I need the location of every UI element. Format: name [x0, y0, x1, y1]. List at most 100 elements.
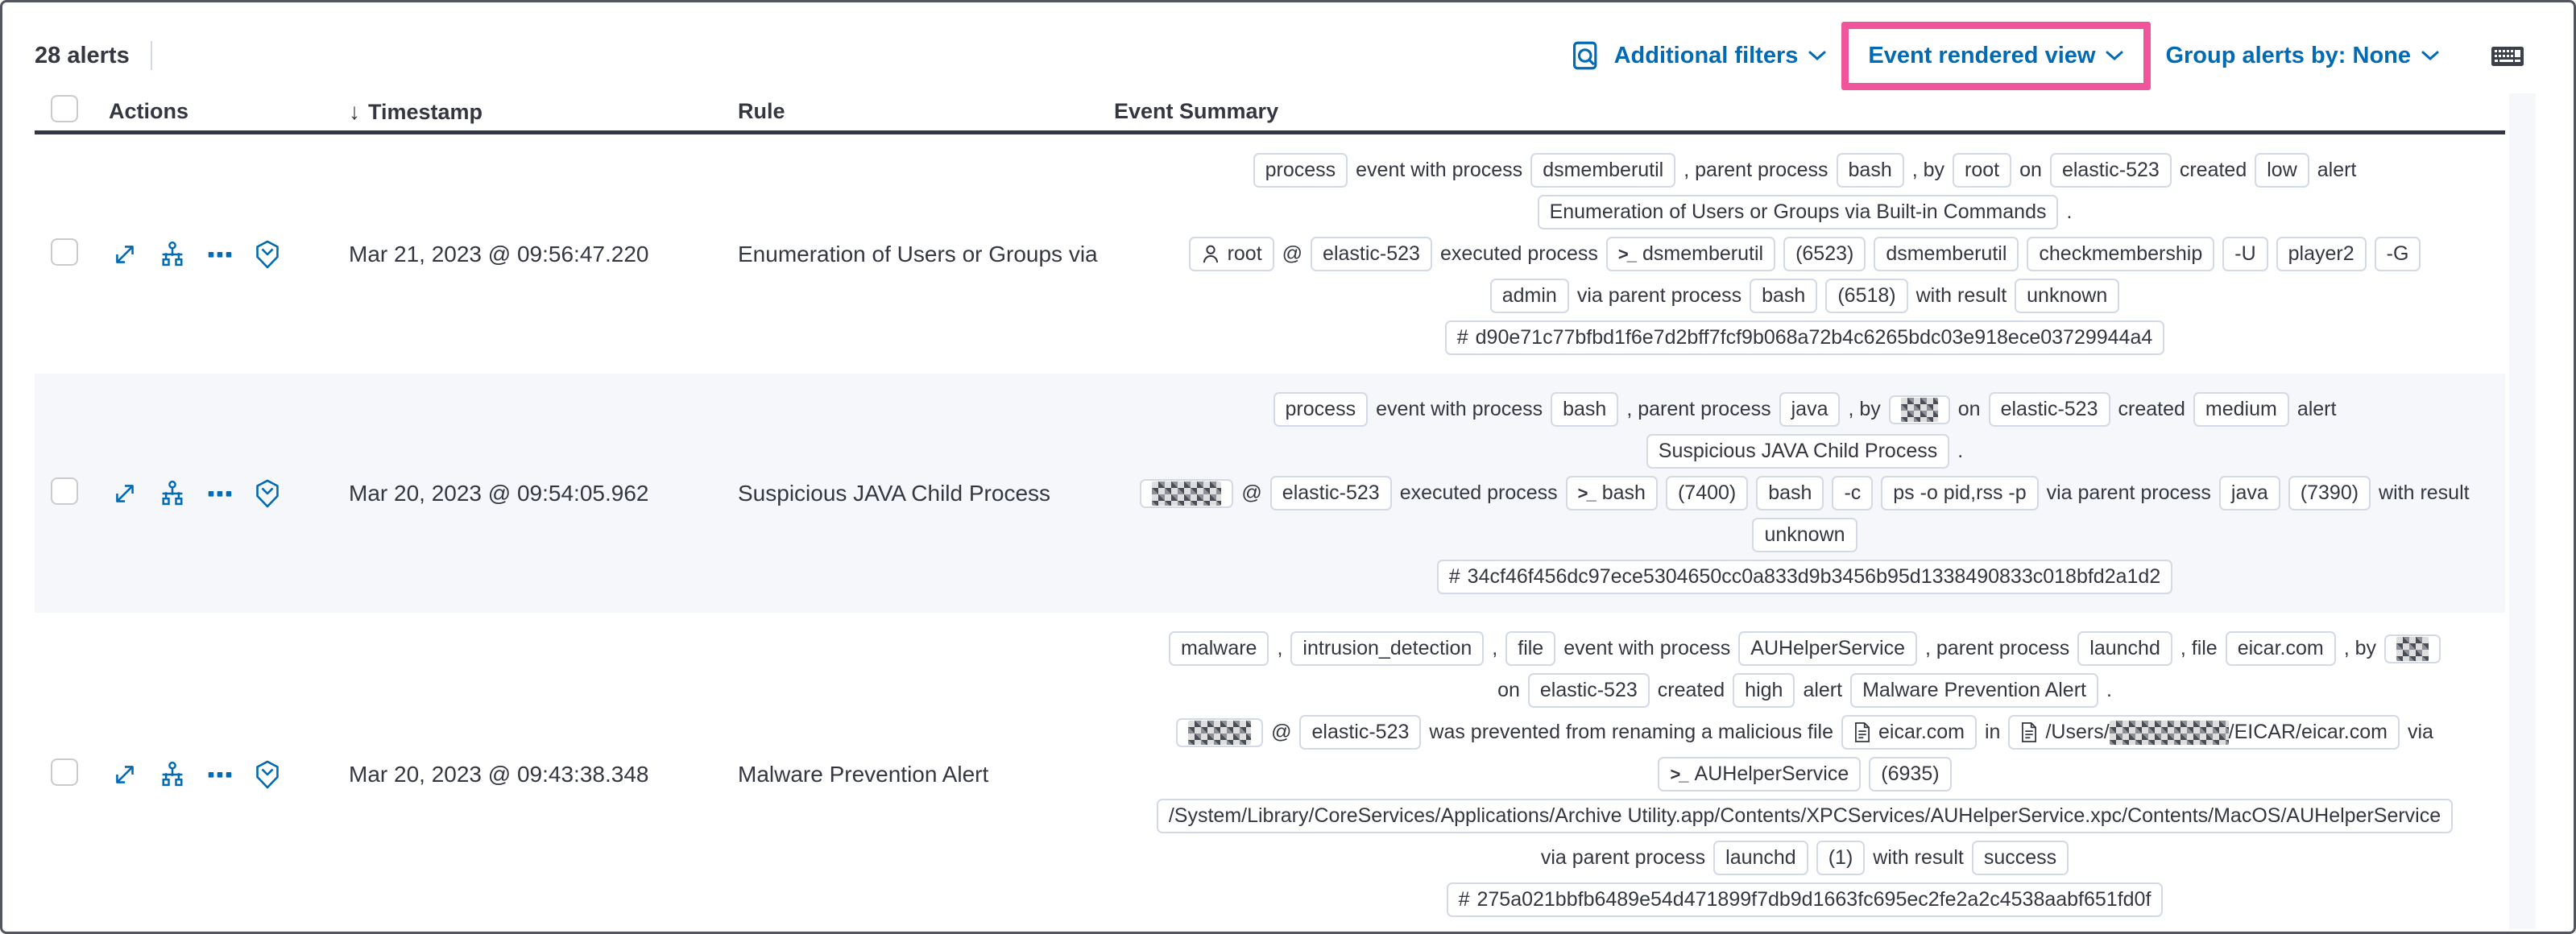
summary-badge[interactable]: Enumeration of Users or Groups via Built…: [1537, 195, 2059, 229]
summary-badge[interactable]: file: [1505, 631, 1556, 666]
summary-badge[interactable]: bash: [1750, 279, 1818, 313]
column-header-event-summary[interactable]: Event Summary: [1114, 99, 1279, 123]
more-actions-button[interactable]: [204, 477, 236, 510]
rule-cell[interactable]: Suspicious JAVA Child Process: [738, 480, 1051, 506]
session-view-button[interactable]: [251, 238, 284, 271]
additional-filters-button[interactable]: Additional filters: [1614, 43, 1828, 69]
summary-badge[interactable]: (6518): [1825, 279, 1908, 313]
summary-badge[interactable]: [1888, 395, 1950, 424]
analyze-event-button[interactable]: [156, 758, 188, 791]
summary-text: in: [1985, 721, 2001, 743]
expand-alert-button[interactable]: [109, 238, 141, 271]
summary-badge[interactable]: elastic-523: [1527, 673, 1650, 708]
summary-badge[interactable]: (7390): [2288, 476, 2371, 510]
summary-badge[interactable]: -c: [1832, 476, 1874, 510]
summary-badge[interactable]: #d90e71c77bfbd1f6e7d2bff7fcf9b068a72b4c6…: [1444, 320, 2165, 355]
analyze-event-button[interactable]: [156, 238, 188, 271]
session-view-icon: [252, 239, 283, 270]
row-checkbox[interactable]: [51, 477, 78, 505]
summary-badge[interactable]: high: [1733, 673, 1795, 708]
summary-badge[interactable]: /System/Library/CoreServices/Application…: [1156, 799, 2454, 833]
rule-cell[interactable]: Malware Prevention Alert: [738, 761, 989, 787]
summary-badge[interactable]: java: [2218, 476, 2280, 510]
summary-badge[interactable]: (1): [1816, 841, 1866, 875]
summary-badge[interactable]: eicar.com: [2225, 631, 2336, 666]
rule-cell[interactable]: Enumeration of Users or Groups via Bui: [738, 241, 1104, 267]
summary-badge[interactable]: checkmembership: [2027, 237, 2215, 271]
summary-badge[interactable]: >_bash: [1565, 476, 1658, 510]
summary-line: #275a021bbfb6489e54d471899f7db9d1663fc69…: [1446, 882, 2164, 917]
summary-badge[interactable]: elastic-523: [1269, 476, 1392, 510]
summary-badge[interactable]: elastic-523: [2049, 153, 2172, 188]
summary-badge[interactable]: bash: [1756, 476, 1824, 510]
select-all-checkbox[interactable]: [51, 95, 78, 122]
summary-badge[interactable]: low: [2255, 153, 2309, 188]
column-header-rule[interactable]: Rule: [738, 99, 785, 123]
summary-badge[interactable]: [1176, 717, 1264, 747]
summary-badge[interactable]: elastic-523: [1311, 237, 1432, 271]
summary-badge[interactable]: process: [1253, 153, 1348, 188]
session-view-button[interactable]: [251, 477, 284, 510]
summary-badge[interactable]: root: [1953, 153, 2012, 188]
keyboard-shortcuts-button[interactable]: [2490, 42, 2525, 69]
summary-badge[interactable]: (6935): [1869, 757, 1952, 791]
summary-badge[interactable]: bash: [1836, 153, 1904, 188]
badge-label: intrusion_detection: [1302, 637, 1472, 659]
summary-badge[interactable]: -G: [2374, 237, 2421, 271]
summary-badge[interactable]: [1140, 478, 1234, 508]
hash-icon: #: [1456, 326, 1468, 349]
summary-badge[interactable]: #34cf46f456dc97ece5304650cc0a833d9b3456b…: [1436, 560, 2173, 594]
summary-badge[interactable]: unknown: [2015, 279, 2120, 313]
summary-badge[interactable]: medium: [2193, 392, 2289, 427]
row-checkbox[interactable]: [51, 758, 78, 786]
summary-badge[interactable]: #275a021bbfb6489e54d471899f7db9d1663fc69…: [1446, 882, 2164, 917]
summary-badge[interactable]: (6523): [1783, 237, 1866, 271]
row-checkbox[interactable]: [51, 238, 78, 266]
summary-badge[interactable]: launchd: [1713, 841, 1808, 875]
summary-badge[interactable]: unknown: [1752, 518, 1857, 552]
summary-badge[interactable]: java: [1779, 392, 1841, 427]
summary-badge[interactable]: launchd: [2077, 631, 2172, 666]
inspect-button[interactable]: [1569, 39, 1603, 72]
badge-label: elastic-523: [2061, 159, 2160, 181]
summary-badge[interactable]: (7400): [1665, 476, 1749, 510]
view-selector-button[interactable]: Event rendered view: [1868, 43, 2124, 69]
summary-badge[interactable]: dsmemberutil: [1530, 153, 1676, 188]
session-view-button[interactable]: [251, 758, 284, 791]
table-header-row: Actions ↓Timestamp Rule Event Summary: [35, 93, 2505, 134]
analyze-event-button[interactable]: [156, 477, 188, 510]
more-actions-button[interactable]: [204, 238, 236, 271]
summary-badge[interactable]: elastic-523: [1988, 392, 2110, 427]
vertical-scrollbar[interactable]: [2509, 93, 2536, 929]
summary-badge[interactable]: Suspicious JAVA Child Process: [1646, 434, 1950, 469]
group-alerts-button[interactable]: Group alerts by: None: [2165, 43, 2440, 69]
table-body: Mar 21, 2023 @ 09:56:47.220 Enumeration …: [35, 134, 2505, 932]
summary-badge[interactable]: malware: [1168, 631, 1269, 666]
expand-alert-button[interactable]: [109, 758, 141, 791]
alert-row: Mar 20, 2023 @ 09:43:38.348 Malware Prev…: [35, 613, 2505, 932]
more-actions-button[interactable]: [204, 758, 236, 791]
summary-badge[interactable]: >_AUHelperService: [1658, 757, 1862, 791]
summary-badge[interactable]: eicar.com: [1841, 715, 1977, 750]
summary-badge[interactable]: process: [1273, 392, 1369, 427]
column-header-timestamp[interactable]: ↓Timestamp: [349, 98, 483, 124]
summary-badge[interactable]: ps -o pid,rss -p: [1881, 476, 2039, 510]
summary-badge[interactable]: [2384, 634, 2441, 663]
summary-badge[interactable]: success: [1971, 841, 2069, 875]
summary-badge[interactable]: /Users//EICAR/eicar.com: [2008, 715, 2400, 750]
summary-badge[interactable]: elastic-523: [1299, 715, 1422, 750]
summary-badge[interactable]: >_dsmemberutil: [1605, 237, 1776, 271]
summary-badge[interactable]: player2: [2276, 237, 2367, 271]
summary-badge[interactable]: bash: [1551, 392, 1619, 427]
summary-badge[interactable]: intrusion_detection: [1290, 631, 1485, 666]
badge-label: dsmemberutil: [1886, 242, 2007, 265]
summary-badge[interactable]: root: [1188, 237, 1274, 271]
summary-badge[interactable]: admin: [1489, 279, 1569, 313]
summary-badge[interactable]: dsmemberutil: [1874, 237, 2019, 271]
summary-badge[interactable]: AUHelperService: [1738, 631, 1918, 666]
expand-alert-button[interactable]: [109, 477, 141, 510]
summary-badge[interactable]: Malware Prevention Alert: [1850, 673, 2098, 708]
summary-text: via parent process: [1540, 846, 1706, 869]
summary-badge[interactable]: -U: [2222, 237, 2268, 271]
